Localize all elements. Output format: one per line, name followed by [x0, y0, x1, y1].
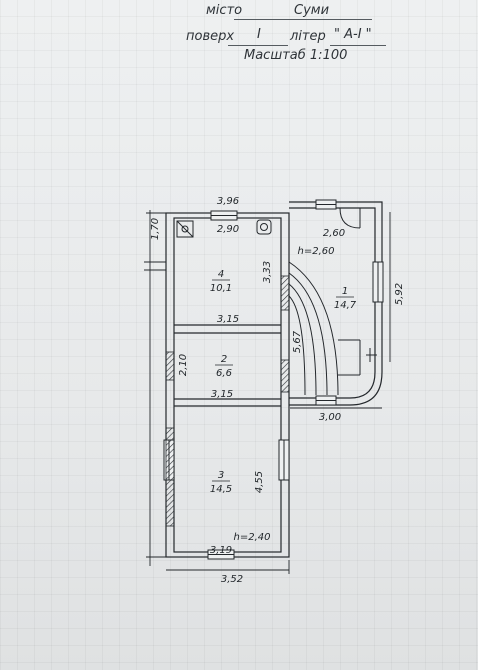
dim-room1-right: 5,92 [394, 283, 405, 305]
fixtures [176, 219, 272, 238]
room-1-label: 1 14,7 [334, 286, 357, 311]
room-3-label: 3 14,5 [210, 470, 232, 495]
dim-room1-bottom: 3,00 [319, 412, 341, 423]
hatched-walls [165, 275, 290, 527]
dim-bottom-outer: 3,52 [221, 574, 243, 585]
dim-wall-4-2: 3,15 [217, 314, 239, 325]
room-2-number: 2 [221, 354, 227, 365]
room-1-area: 14,7 [334, 300, 357, 311]
room-2-label: 2 6,6 [215, 354, 233, 379]
dim-room1-top: 2,60 [323, 228, 345, 239]
entrance-door [339, 207, 377, 362]
windows [163, 199, 384, 560]
dim-wall-2-3: 3,15 [211, 389, 233, 400]
staircase [288, 261, 361, 396]
height-room1: h=2,60 [298, 246, 335, 257]
room-4-area: 10,1 [210, 283, 232, 294]
dim-left-top: 1,70 [150, 218, 161, 240]
room-4-number: 4 [218, 269, 224, 280]
room-3-area: 14,5 [210, 484, 232, 495]
liter-label: літер [290, 29, 326, 44]
dim-room3-right: 4,55 [254, 471, 265, 493]
city-value: Суми [294, 3, 330, 18]
city-label: місто [206, 3, 243, 18]
walls [165, 201, 383, 558]
dim-room2-left: 2,10 [178, 354, 189, 376]
floor-value: I [257, 27, 261, 42]
liter-value: " А-I " [334, 27, 372, 42]
floor-label: поверх [186, 29, 235, 44]
dimension-lines [144, 210, 391, 574]
scale-label: Масштаб 1:100 [244, 48, 348, 63]
dim-room4-right: 3,33 [262, 261, 273, 283]
dim-bottom-inner: 3,19 [210, 545, 232, 556]
room-4-label: 4 10,1 [210, 269, 232, 294]
floor-underline [228, 45, 288, 46]
room-3-number: 3 [218, 470, 224, 481]
dim-room1-left: 5,67 [292, 330, 303, 353]
city-underline [234, 19, 372, 20]
room-1-number: 1 [342, 286, 348, 297]
height-room3: h=2,40 [234, 532, 271, 543]
dim-top-outer: 3,96 [217, 196, 239, 207]
dim-top-inner: 2,90 [217, 224, 239, 235]
liter-underline [330, 45, 386, 46]
room-2-area: 6,6 [216, 368, 232, 379]
